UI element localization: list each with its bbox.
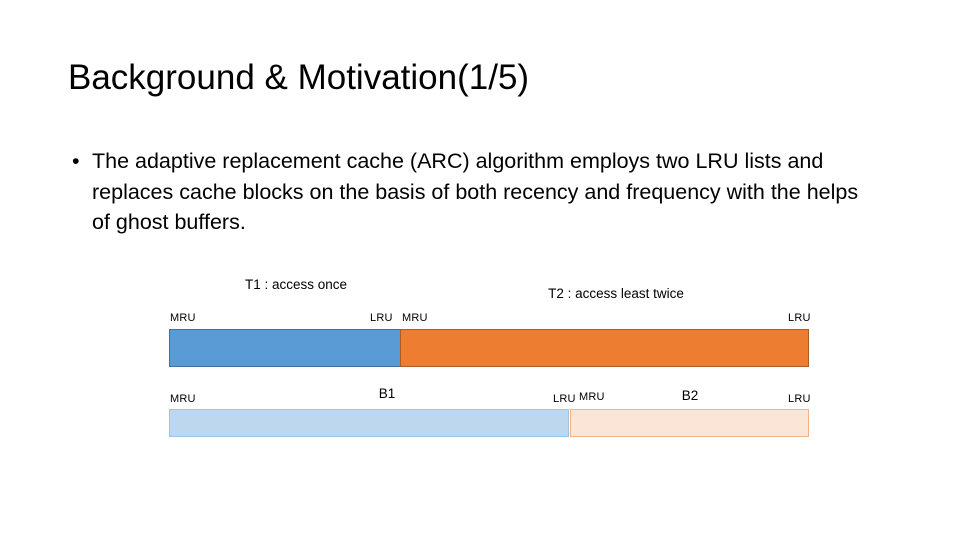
- b1-bar: [169, 409, 569, 437]
- t2-bar: [400, 329, 809, 367]
- b1-mru-label: MRU: [170, 393, 196, 405]
- body-content: • The adaptive replacement cache (ARC) a…: [68, 146, 868, 238]
- t1-caption: T1 : access once: [244, 277, 348, 292]
- bullet-point-icon: •: [72, 149, 80, 173]
- t1-lru-label: LRU: [370, 312, 393, 324]
- bullet-list-item: • The adaptive replacement cache (ARC) a…: [68, 146, 868, 238]
- b2-bar: [570, 409, 809, 437]
- b1-caption: B1: [378, 386, 396, 401]
- t1-bar: [169, 329, 401, 367]
- bullet-item-text: The adaptive replacement cache (ARC) alg…: [92, 149, 859, 234]
- b2-lru-label: LRU: [788, 393, 811, 405]
- b2-mru-label: MRU: [579, 391, 605, 403]
- t2-caption: T2 : access least twice: [548, 286, 684, 301]
- b1-lru-label: LRU: [553, 393, 576, 405]
- t1-mru-label: MRU: [170, 312, 196, 324]
- page-title: Background & Motivation(1/5): [68, 58, 530, 97]
- t2-mru-label: MRU: [402, 312, 428, 324]
- b2-caption: B2: [681, 388, 699, 403]
- t2-lru-label: LRU: [788, 312, 811, 324]
